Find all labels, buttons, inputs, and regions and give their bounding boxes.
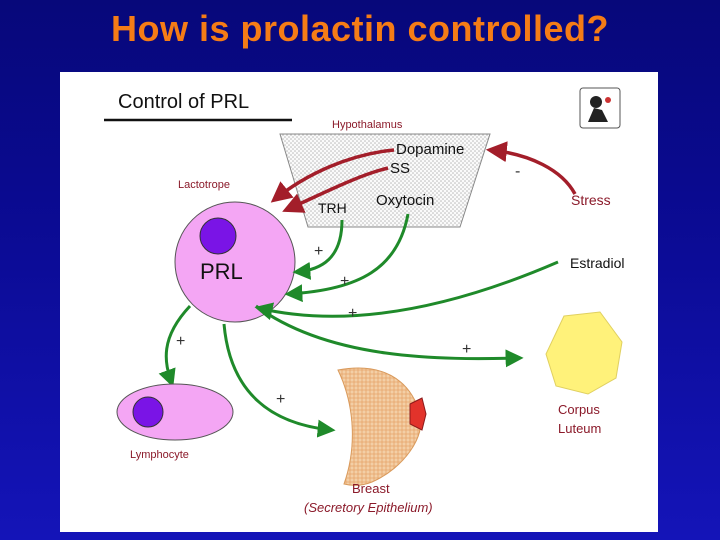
breast-tissue [337, 367, 422, 486]
slide-title: How is prolactin controlled? [110, 8, 610, 49]
lymphocyte-plus-sign: + [176, 333, 185, 350]
prl-label: PRL [200, 259, 243, 284]
nipple [409, 397, 427, 431]
diagram-panel: Control of PRL Hypothalamus Dopamine SS … [60, 72, 658, 532]
diagram-title: Control of PRL [118, 91, 249, 113]
corpus-label: Corpus [558, 402, 600, 417]
emblem-icon [579, 87, 621, 129]
dopamine-label: Dopamine [396, 141, 464, 158]
oxytocin-arrow [284, 213, 410, 303]
oxytocin-plus-sign: + [340, 273, 349, 290]
secretory-label: (Secretory Epithelium) [304, 500, 433, 515]
lactotrope-label: Lactotrope [178, 179, 230, 191]
oxytocin-label: Oxytocin [376, 192, 434, 209]
hypothalamus-label: Hypothalamus [332, 119, 403, 131]
lactotrope-nucleus [199, 217, 237, 255]
trh-arrow [292, 219, 344, 280]
prl-control-diagram: Control of PRL Hypothalamus Dopamine SS … [104, 87, 624, 515]
corpus-arrow [255, 304, 524, 368]
stress-minus-sign: - [515, 163, 520, 180]
stress-label: Stress [571, 192, 611, 208]
estradiol-label: Estradiol [570, 255, 624, 271]
trh-label: TRH [318, 200, 347, 216]
ss-arrow [282, 166, 389, 213]
estradiol-plus-sign: + [348, 305, 357, 322]
stress-arrow [485, 141, 577, 195]
trh-plus-sign: + [314, 243, 323, 260]
lymphocyte-nucleus [132, 396, 164, 428]
corpus-luteum [545, 311, 623, 395]
luteum-label: Luteum [558, 421, 601, 436]
lymphocyte-label: Lymphocyte [130, 449, 189, 461]
corpus-plus-sign: + [462, 341, 471, 358]
ss-label: SS [390, 160, 410, 177]
breast-label: Breast [352, 481, 390, 496]
breast-arrow [222, 323, 336, 438]
lymphocyte-arrow [158, 304, 192, 388]
dopamine-arrow [270, 148, 395, 203]
breast-plus-sign: + [276, 391, 285, 408]
estradiol-arrow [254, 260, 559, 321]
